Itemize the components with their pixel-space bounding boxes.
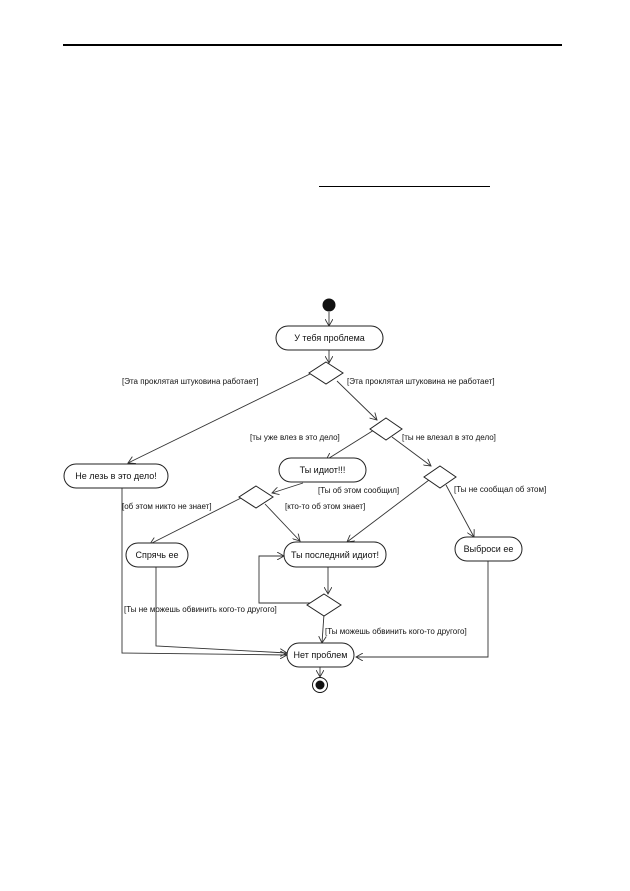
start-node (322, 298, 336, 312)
node-idiot-label: Ты идиот!!! (300, 465, 346, 475)
edge-dec1-dont-touch (128, 372, 313, 463)
edge-dec3-throw-away (445, 484, 474, 537)
node-problem: У тебя проблема (275, 325, 384, 351)
guard-cannot-blame: [Ты не можешь обвинить кого-то другого] (124, 605, 277, 614)
node-hide-label: Спрячь ее (135, 550, 178, 560)
node-no-problem: Нет проблем (286, 642, 355, 668)
decision-works (308, 361, 344, 385)
edge-throw-away-no-problem (356, 561, 489, 657)
node-dont-touch: Не лезь в это дело! (63, 463, 169, 489)
edge-hide-no-problem (155, 567, 287, 653)
decision-blame (306, 593, 342, 617)
edge-idiot-dec4 (272, 482, 304, 493)
end-node-core (315, 680, 325, 690)
node-last-idiot: Ты последний идиот! (283, 541, 387, 568)
node-throw-away-label: Выброси ее (464, 544, 514, 554)
guard-not-told: [Ты не сообщал об этом] (454, 485, 546, 494)
guard-told: [Ты об этом сообщил] (318, 486, 399, 495)
guard-can-blame: [Ты можешь обвинить кого-то другого] (325, 627, 467, 636)
decision-meddled (369, 417, 403, 441)
node-hide: Спрячь ее (125, 542, 189, 568)
edge-dec2-dec3 (391, 436, 431, 466)
node-problem-label: У тебя проблема (294, 333, 365, 343)
node-throw-away: Выброси ее (454, 536, 523, 562)
top-rule (63, 44, 562, 46)
edge-dec1-dec2 (336, 380, 377, 420)
node-last-idiot-label: Ты последний идиот! (291, 550, 379, 560)
edge-dec5-no-problem (322, 613, 324, 643)
edge-dec2-idiot (326, 429, 375, 460)
guard-not-works: [Эта проклятая штуковина не работает] (347, 377, 495, 386)
title-underline (319, 186, 490, 187)
edge-dec4-last-idiot (264, 503, 300, 541)
guard-meddled: [ты уже влез в это дело] (250, 433, 340, 442)
node-dont-touch-label: Не лезь в это дело! (75, 471, 156, 481)
edge-dec4-hide (150, 496, 244, 544)
decision-told (423, 465, 457, 489)
node-idiot: Ты идиот!!! (278, 457, 367, 483)
guard-nobody-knows: [об этом никто не знает] (122, 502, 212, 511)
guard-someone-knows: [кто-то об этом знает] (285, 502, 365, 511)
node-no-problem-label: Нет проблем (294, 650, 348, 660)
guard-works: [Эта проклятая штуковина работает] (122, 377, 258, 386)
guard-not-meddled: [ты не влезал в это дело] (402, 433, 496, 442)
edge-dont-touch-no-problem (121, 487, 287, 655)
edge-dec3-last-idiot (347, 479, 430, 542)
edge-dec5-loop (258, 556, 310, 604)
decision-knows (238, 485, 274, 509)
